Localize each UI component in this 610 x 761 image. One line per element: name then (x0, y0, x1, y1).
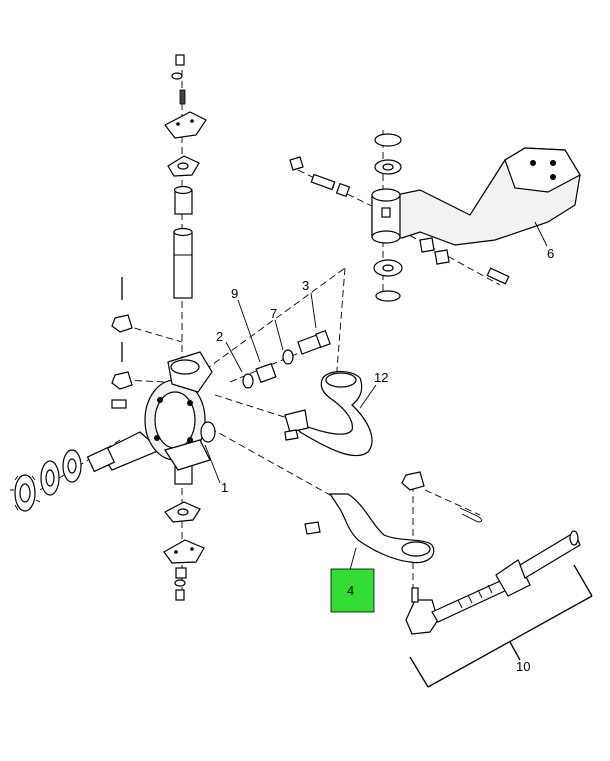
callout-7[interactable]: 7 (270, 306, 277, 321)
tie-rod-bracket (409, 564, 593, 688)
callout-4-label: 4 (347, 583, 354, 598)
callout-6-label: 6 (547, 246, 554, 261)
axle-beam (289, 133, 581, 302)
callout-1[interactable]: 1 (221, 480, 228, 495)
highlight-box (330, 568, 375, 613)
callout-7-label: 7 (270, 306, 277, 321)
steering-arm-upper (284, 370, 373, 457)
callout-2[interactable]: 2 (216, 329, 223, 344)
bearing-stack (10, 449, 82, 512)
callout-3-label: 3 (302, 278, 309, 293)
callout-4-highlighted[interactable]: 4 (330, 568, 375, 613)
steering-arm-lower (304, 493, 435, 564)
callout-10[interactable]: 10 (516, 659, 530, 674)
assembly-center-lines (39, 70, 501, 600)
pivot-hardware (242, 329, 331, 389)
kingpin-lower-stack (163, 457, 205, 601)
tie-rod (401, 471, 581, 635)
callout-12[interactable]: 12 (374, 370, 388, 385)
kingpin-stack (164, 54, 207, 299)
callout-3[interactable]: 3 (302, 278, 309, 293)
callout-9[interactable]: 9 (231, 286, 238, 301)
callout-2-label: 2 (216, 329, 223, 344)
callout-6[interactable]: 6 (547, 246, 554, 261)
left-hardware (111, 277, 133, 409)
callout-10-label: 10 (516, 659, 530, 674)
callout-1-label: 1 (221, 480, 228, 495)
callout-9-label: 9 (231, 286, 238, 301)
steering-knuckle (86, 351, 216, 473)
leader-lines (204, 221, 548, 571)
callout-12-label: 12 (374, 370, 388, 385)
